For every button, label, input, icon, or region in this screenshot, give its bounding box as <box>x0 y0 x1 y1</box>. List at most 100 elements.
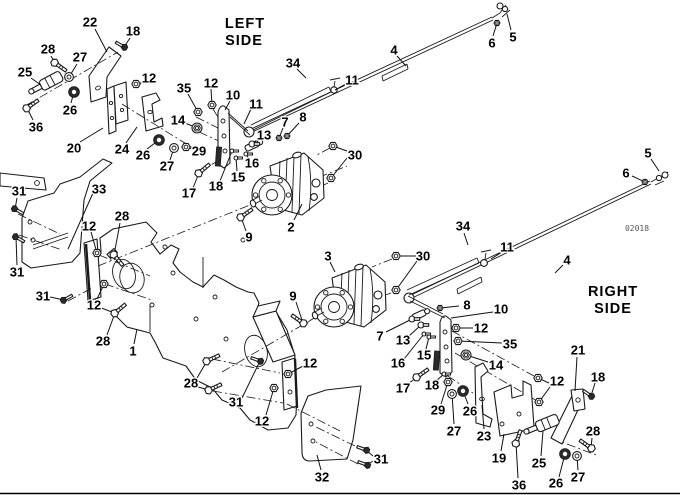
leader-line-3 <box>329 261 336 273</box>
callout-18-label: 18 <box>126 24 140 39</box>
callout-27-label: 27 <box>571 470 585 485</box>
callout-31-label: 31 <box>10 265 24 280</box>
right-side-label-line1: RIGHT <box>588 284 638 300</box>
callout-31-label: 31 <box>374 452 388 467</box>
pump-channel-flap <box>252 300 281 318</box>
nut-icon <box>283 369 293 379</box>
part-20-bracket <box>106 81 129 135</box>
callout-7-label: 7 <box>281 115 288 130</box>
callout-31-label: 31 <box>12 184 26 199</box>
plate-small-holes <box>149 237 246 342</box>
nut-icon <box>328 141 338 151</box>
bolt-icon <box>192 160 213 180</box>
washer-icon <box>64 72 74 82</box>
callout-22-label: 22 <box>83 15 97 30</box>
leader-line-31 <box>15 236 18 266</box>
leader-line-33 <box>67 192 94 250</box>
leader-line-28 <box>113 222 121 256</box>
leader-line-30 <box>395 260 418 291</box>
callout-14-label: 14 <box>489 358 504 373</box>
leader-line-10 <box>450 311 494 319</box>
grommet-icon <box>68 86 80 98</box>
leader-line-34 <box>296 68 307 79</box>
callout-4-label: 4 <box>390 43 398 58</box>
right-side-label-line2: SIDE <box>594 301 632 317</box>
nut-icon <box>391 251 401 261</box>
callout-11-label: 11 <box>249 97 263 112</box>
bolt-icon <box>235 205 255 224</box>
leader-line-27 <box>451 393 455 425</box>
callout-12-label: 12 <box>255 414 269 429</box>
fitting-icon <box>417 321 430 329</box>
callout-20-label: 20 <box>67 141 81 156</box>
leader-line-1 <box>133 328 138 345</box>
left-edge-bar <box>0 172 47 191</box>
nut-icon <box>99 279 109 289</box>
grommet-icon <box>559 448 571 460</box>
part-1-mounting-plate <box>92 221 298 431</box>
screw-icon <box>355 443 371 455</box>
leader-line-10 <box>224 100 231 111</box>
leader-line-5 <box>506 13 512 31</box>
callout-36-label: 36 <box>29 120 43 135</box>
callout-12-label: 12 <box>303 356 317 371</box>
pump-mount-hole-left <box>119 262 145 294</box>
callout-6-label: 6 <box>622 166 629 181</box>
callout-9-label: 9 <box>289 289 296 304</box>
leader-line-24 <box>125 126 138 144</box>
callout-5-label: 5 <box>644 146 651 161</box>
callout-27-label: 27 <box>447 424 461 439</box>
callout-15-label: 15 <box>417 348 431 363</box>
callout-12-label: 12 <box>82 219 96 234</box>
bolt-icon <box>289 311 309 330</box>
screw-icon <box>9 203 26 218</box>
callout-11-label: 11 <box>345 73 359 88</box>
callout-28-label: 28 <box>586 424 600 439</box>
left-hinge-strip <box>83 238 102 302</box>
callout-28-label: 28 <box>41 42 55 57</box>
callout-12-label: 12 <box>474 321 488 336</box>
leader-line-21 <box>574 356 578 392</box>
callout-18-label: 18 <box>425 378 439 393</box>
part-34-rod-left <box>250 77 341 131</box>
leader-line-12 <box>265 387 275 416</box>
washer-icon <box>169 143 179 153</box>
part-34-rod-right <box>406 249 492 296</box>
nut-icon <box>92 248 102 258</box>
nut-icon <box>181 142 191 152</box>
part-22-plate <box>88 46 122 103</box>
callout-23-label: 23 <box>477 429 491 444</box>
part-19-bracket <box>493 380 535 437</box>
callout-29-label: 29 <box>192 144 206 159</box>
part-2-hydraulic-pump <box>248 150 325 216</box>
callout-28-label: 28 <box>184 376 198 391</box>
nut-icon <box>326 173 336 183</box>
callout-28-label: 28 <box>96 334 110 349</box>
nut-icon <box>533 373 543 383</box>
nut-icon <box>451 323 461 333</box>
callout-26-label: 26 <box>463 404 477 419</box>
callout-25-label: 25 <box>532 456 546 471</box>
nutfl-icon <box>460 349 472 361</box>
leader-line-19 <box>500 433 505 452</box>
callout-28-label: 28 <box>115 209 129 224</box>
nut-icon <box>131 79 141 89</box>
leader-line-31 <box>241 360 261 399</box>
callout-12-label: 12 <box>550 374 564 389</box>
screw-icon <box>113 38 130 53</box>
leader-line-32 <box>316 454 322 471</box>
leader-line-36 <box>515 442 519 479</box>
callout-10-label: 10 <box>494 302 508 317</box>
part-3-hydraulic-pump <box>310 262 387 328</box>
grommet-icon <box>457 385 469 397</box>
bolt-icon <box>577 436 597 455</box>
callout-16-label: 16 <box>245 156 259 171</box>
screw-icon <box>356 458 372 470</box>
nut-icon <box>207 100 217 110</box>
leader-line-16 <box>403 333 425 360</box>
part-33-guard-plate <box>21 158 113 269</box>
callout-6-label: 6 <box>488 36 495 51</box>
callout-31-label: 31 <box>36 289 50 304</box>
callout-13-label: 13 <box>396 333 410 348</box>
